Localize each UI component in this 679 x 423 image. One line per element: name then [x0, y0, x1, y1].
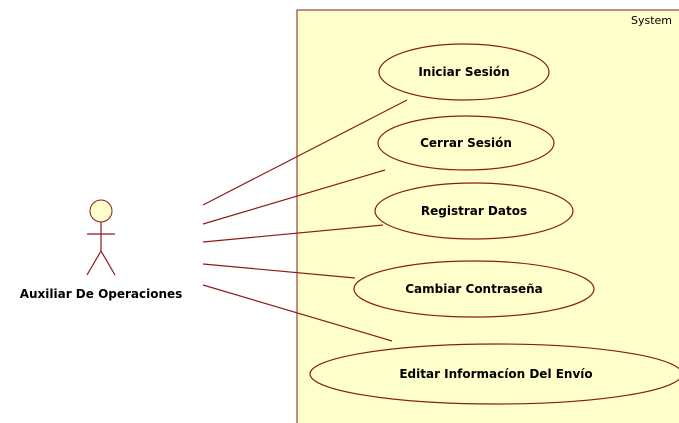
- use-case-iniciar-sesion[interactable]: Iniciar Sesión: [378, 43, 550, 101]
- use-case-ellipse: [374, 182, 574, 240]
- use-case-label: Cerrar Sesión: [420, 136, 512, 150]
- use-case-cambiar-contrasena[interactable]: Cambiar Contraseña: [353, 260, 595, 318]
- use-case-ellipse: [378, 43, 550, 101]
- use-case-ellipse: [353, 260, 595, 318]
- use-case-cerrar-sesion[interactable]: Cerrar Sesión: [377, 115, 555, 171]
- use-case-label: Registrar Datos: [421, 204, 527, 218]
- association-line-cerrar-sesion: [202, 169, 386, 225]
- actor-left-leg: [86, 250, 102, 276]
- system-label: System: [631, 14, 672, 27]
- association-line-registrar-datos: [202, 224, 384, 243]
- use-case-label: Editar Informacíon Del Envío: [399, 367, 592, 381]
- actor-right-leg: [100, 250, 116, 276]
- use-case-registrar-datos[interactable]: Registrar Datos: [374, 182, 574, 240]
- association-line-cambiar-contrasena: [202, 263, 356, 279]
- actor: Auxiliar De Operaciones: [20, 199, 183, 301]
- association-line-editar-informacion: [202, 284, 393, 342]
- use-case-ellipse: [377, 115, 555, 171]
- actor-head: [89, 199, 113, 223]
- use-case-label: Iniciar Sesión: [418, 65, 509, 79]
- actor-name: Auxiliar De Operaciones: [20, 287, 183, 301]
- use-case-editar-informacion-del-envio[interactable]: Editar Informacíon Del Envío: [309, 343, 679, 405]
- use-case-label: Cambiar Contraseña: [405, 282, 543, 296]
- association-line-iniciar-sesion: [202, 99, 408, 206]
- associations: [202, 99, 408, 342]
- use-case-ellipse: [309, 343, 679, 405]
